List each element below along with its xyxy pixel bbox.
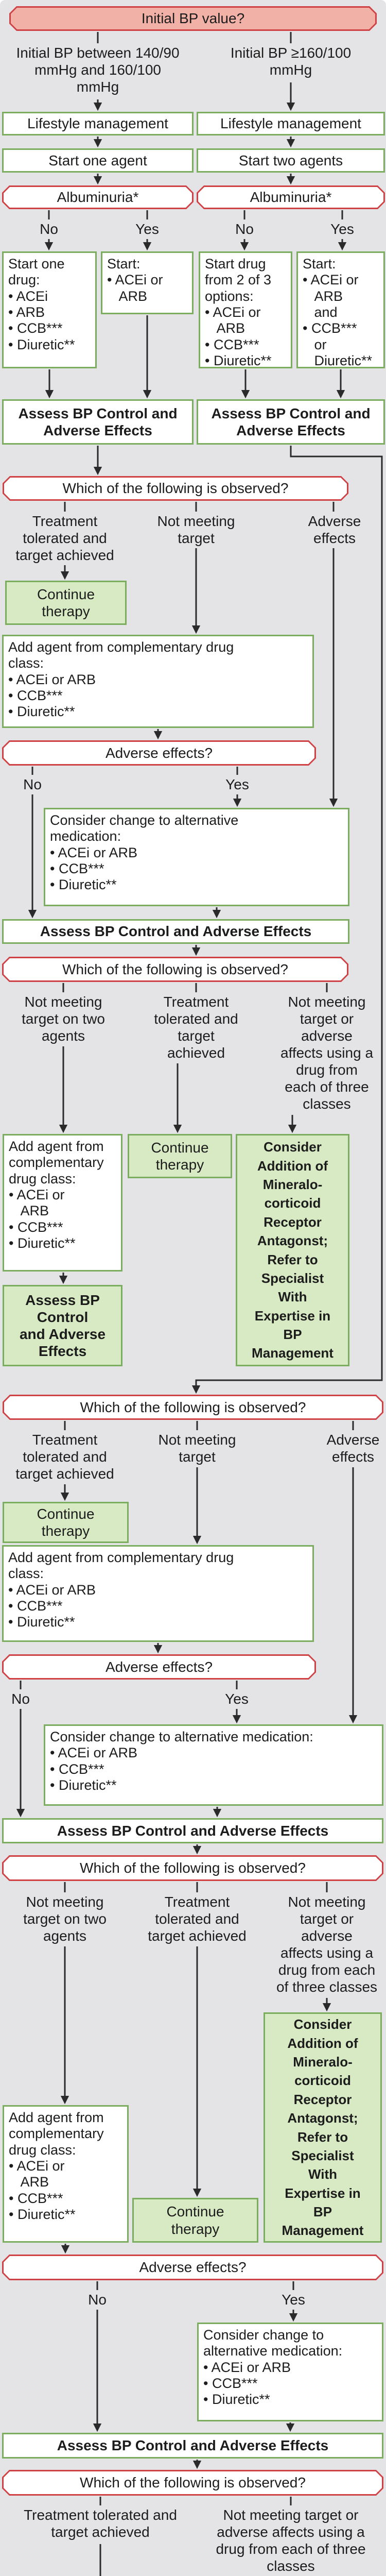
action-start-one-drug: Start one drug: • ACEi • ARB • CCB*** • … (2, 251, 97, 368)
action-lifestyle-management-right: Lifestyle management (197, 112, 385, 135)
decision-which-observed-3: Which of the following is observed? (3, 1395, 383, 1420)
decision-which-observed-1-text: Which of the following is observed? (4, 478, 347, 499)
decision-albuminuria-right-text: Albuminuria* (198, 187, 383, 208)
label-not-meeting-or-adverse: Not meeting target or adverse affects us… (216, 2507, 366, 2574)
label-yes: Yes (135, 221, 159, 237)
decision-which-observed-4: Which of the following is observed? (2, 1855, 383, 1881)
outcome-continue-therapy: Continue therapy (5, 581, 127, 625)
label-bp-140-160: Initial BP between 140/90 mmHg and 160/1… (16, 45, 180, 95)
decision-adverse-effects-1: Adverse effects? (2, 740, 316, 766)
label-not-meeting-two-agents: Not meeting target on two agents (23, 1894, 107, 1944)
action-assess-bp-right: Assess BP Control and Adverse Effects (197, 399, 385, 445)
decision-initial-bp-text: Initial BP value? (11, 8, 375, 29)
outcome-continue-therapy: Continue therapy (128, 1134, 232, 1178)
action-add-complementary-agent: Add agent from complementary drug class:… (2, 1545, 314, 1642)
label-treatment-tolerated: Treatment tolerated and target achieved (24, 2507, 177, 2540)
action-consider-alternative: Consider change to alternative medicatio… (44, 808, 349, 906)
label-no: No (11, 1691, 30, 1707)
action-lifestyle-management-left: Lifestyle management (2, 112, 194, 135)
action-assess-bp-full-1: Assess BP Control and Adverse Effects (2, 919, 349, 944)
outcome-mineralocorticoid-referral: Consider Addition of Mineralo- corticoid… (264, 2012, 382, 2243)
action-add-complementary-agent: Add agent from complementary drug class:… (3, 1134, 122, 1272)
label-no: No (88, 2292, 107, 2308)
label-yes: Yes (225, 1691, 249, 1707)
action-consider-alternative: Consider change to alternative medicatio… (44, 1724, 383, 1806)
decision-which-observed-5-text: Which of the following is observed? (4, 2471, 382, 2494)
action-assess-bp-full-2: Assess BP Control and Adverse Effects (2, 1818, 383, 1843)
label-treatment-tolerated: Treatment tolerated and target achieved (15, 513, 114, 564)
outcome-continue-therapy: Continue therapy (3, 1502, 129, 1543)
label-treatment-tolerated: Treatment tolerated and target achieved (148, 1894, 247, 1944)
decision-which-observed-2-text: Which of the following is observed? (4, 958, 347, 980)
action-assess-bp-left: Assess BP Control and Adverse Effects (2, 399, 194, 445)
decision-adverse-effects-1-text: Adverse effects? (4, 742, 314, 764)
action-assess-bp-full-3: Assess BP Control and Adverse Effects (2, 2433, 383, 2459)
decision-initial-bp: Initial BP value? (9, 6, 377, 31)
label-adverse-effects: Adverse effects (308, 513, 361, 547)
action-start-two-agents: Start two agents (197, 148, 385, 173)
action-start-combo: Start: • ACEi or ARB and • CCB*** or Diu… (296, 251, 385, 368)
label-not-meeting-target: Not meeting target (157, 513, 235, 547)
label-no: No (235, 221, 254, 237)
label-adverse-effects: Adverse effects (326, 1432, 380, 1465)
decision-albuminuria-left-text: Albuminuria* (4, 187, 192, 208)
action-start-acei-arb: Start: • ACEi or ARB (101, 251, 194, 314)
action-start-one-agent: Start one agent (2, 148, 194, 173)
decision-which-observed-4-text: Which of the following is observed? (4, 1857, 382, 1879)
decision-which-observed-3-text: Which of the following is observed? (4, 1396, 382, 1418)
label-not-meeting-or-adverse: Not meeting target or adverse affects us… (276, 1894, 378, 1995)
outcome-continue-therapy: Continue therapy (132, 2198, 258, 2243)
decision-albuminuria-left: Albuminuria* (2, 185, 194, 209)
label-not-meeting-two-agents: Not meeting target on two agents (22, 994, 105, 1044)
decision-adverse-effects-3: Adverse effects? (2, 2255, 383, 2280)
label-no: No (23, 776, 42, 792)
decision-which-observed-2: Which of the following is observed? (2, 957, 348, 982)
action-start-2-of-3: Start drug from 2 of 3 options: • ACEi o… (199, 251, 292, 368)
action-consider-alternative: Consider change to alternative medicatio… (197, 2323, 383, 2421)
decision-adverse-effects-2-text: Adverse effects? (4, 1656, 314, 1678)
decision-which-observed-1: Which of the following is observed? (3, 476, 348, 501)
label-not-meeting-or-adverse: Not meeting target or adverse affects us… (280, 994, 374, 1112)
label-bp-ge-160: Initial BP ≥160/100 mmHg (230, 45, 352, 78)
decision-albuminuria-right: Albuminuria* (197, 185, 385, 209)
outcome-mineralocorticoid-referral: Consider Addition of Mineralo- corticoid… (236, 1134, 349, 1366)
action-add-complementary-agent: Add agent from complementary drug class:… (2, 635, 314, 728)
label-not-meeting-target: Not meeting target (158, 1432, 236, 1465)
outcome-assess-bp-stacked: Assess BP Control and Adverse Effects (3, 1285, 122, 1366)
decision-which-observed-5: Which of the following is observed? (2, 2470, 383, 2496)
label-yes: Yes (225, 776, 249, 792)
action-add-complementary-agent: Add agent from complementary drug class:… (3, 2105, 129, 2243)
decision-adverse-effects-2: Adverse effects? (2, 1654, 316, 1680)
label-yes: Yes (282, 2292, 305, 2308)
label-yes: Yes (330, 221, 354, 237)
label-treatment-tolerated: Treatment tolerated and target achieved (15, 1432, 114, 1482)
label-no: No (40, 221, 58, 237)
label-treatment-tolerated: Treatment tolerated and target achieved (154, 994, 238, 1061)
decision-adverse-effects-3-text: Adverse effects? (4, 2256, 382, 2279)
